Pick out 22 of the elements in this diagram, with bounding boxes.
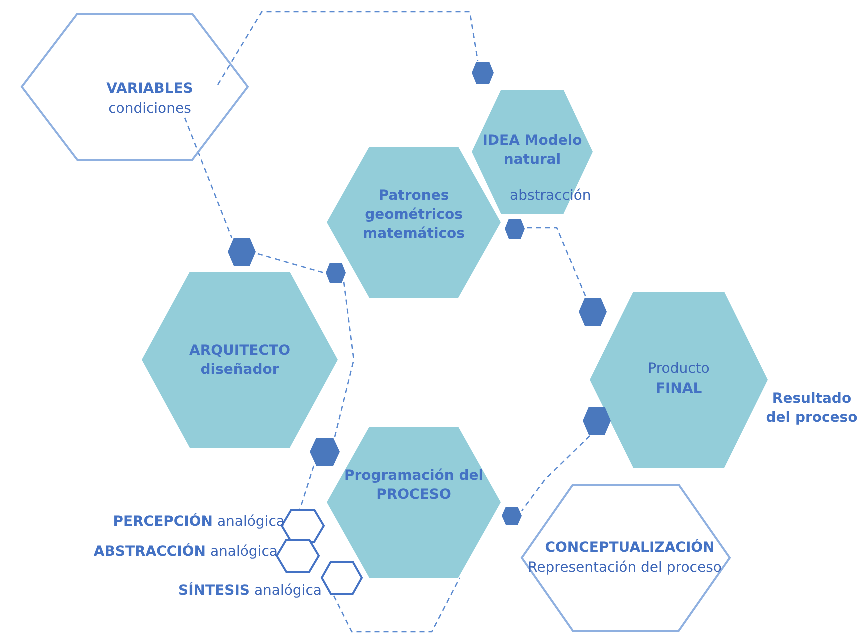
hexagon-title: IDEA Modelo natural: [482, 132, 584, 170]
dashed-connector: [217, 11, 479, 86]
dashed-connector: [258, 253, 324, 274]
hexagon-title: Patrones geométricos matemáticos: [362, 187, 466, 244]
dashed-connector: [299, 466, 315, 510]
hexagon-subtitle: condiciones: [108, 100, 192, 119]
dashed-connector: [527, 227, 587, 298]
hexagon-subtitle: FINAL: [654, 380, 704, 399]
hexagon-caption: ABSTRACCIÓN analógica: [92, 543, 278, 562]
dashed-connector: [184, 118, 233, 238]
dashed-connector: [521, 436, 590, 512]
hexagon-title: CONCEPTUALIZACIÓN: [544, 539, 716, 558]
hexagon-title: VARIABLES: [106, 80, 194, 99]
hexagon-title: ARQUITECTO diseñador: [188, 342, 292, 380]
side-caption: Resultado del proceso: [765, 390, 859, 428]
hexagon-caption: SÍNTESIS analógica: [178, 582, 322, 601]
dashed-connector: [333, 578, 461, 633]
hexagon-caption: PERCEPCIÓN analógica: [112, 513, 285, 532]
dashed-connector: [334, 282, 355, 438]
hexagon-title: Programación del PROCESO: [343, 467, 485, 505]
hexagon-title: Producto: [647, 360, 711, 379]
hexagon-subtitle: Representación del proceso: [527, 559, 723, 578]
